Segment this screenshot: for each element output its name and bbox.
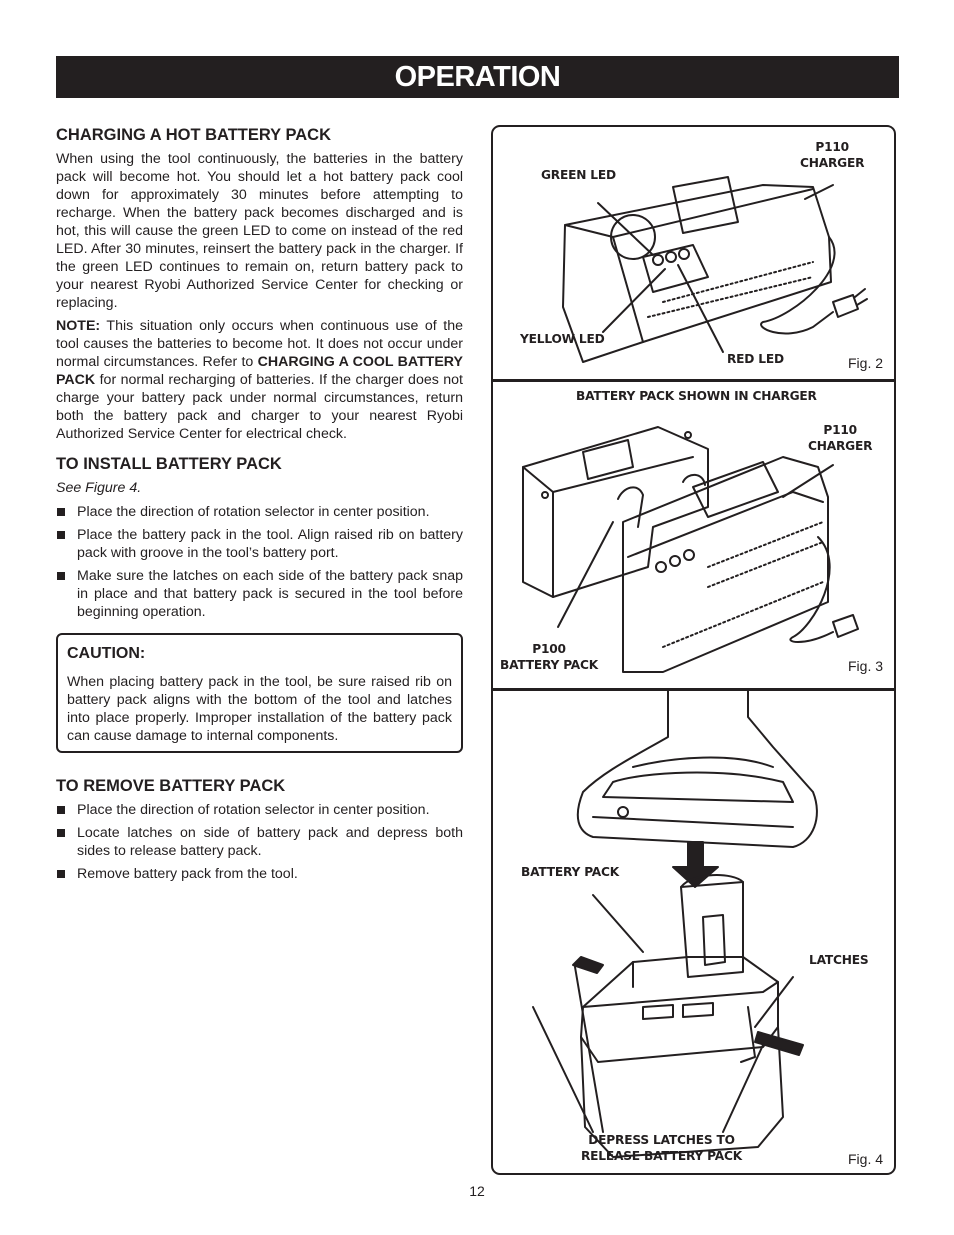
caution-title: CAUTION: — [67, 645, 146, 662]
note-paragraph: NOTE: This situation only occurs when co… — [56, 317, 463, 443]
caption-fig2: Fig. 2 — [848, 355, 884, 371]
leader-pack-fig4 — [592, 894, 644, 953]
text-column: CHARGING A HOT BATTERY PACK When using t… — [56, 126, 463, 888]
label-charger-fig2: P110 CHARGER — [800, 140, 865, 170]
remove-step: Place the direction of rotation selector… — [56, 801, 463, 819]
leader-red-led — [677, 264, 724, 353]
charger-illustration-fig3 — [622, 456, 859, 673]
heading-install: TO INSTALL BATTERY PACK — [56, 455, 282, 473]
figure-panel: P110 CHARGER GREEN LED YELLOW LED RED LE… — [491, 125, 896, 1175]
figure-divider — [493, 379, 894, 382]
heading-hot-battery: CHARGING A HOT BATTERY PACK — [56, 126, 331, 144]
note-reference: CHARGING A COOL BATTERY PACK — [56, 354, 463, 388]
remove-steps: Place the direction of rotation selector… — [56, 801, 463, 883]
leader-charger-fig2 — [804, 184, 834, 200]
label-pack-fig4: BATTERY PACK — [521, 865, 620, 879]
leader-depress-left — [532, 966, 604, 1133]
install-step: Place the direction of rotation selector… — [56, 503, 463, 521]
label-yellow-led: YELLOW LED — [520, 332, 605, 346]
label-depress: DEPRESS LATCHES TO RELEASE BATTERY PACK — [581, 1133, 743, 1163]
note-text-b: for normal recharging of batteries. If t… — [56, 372, 463, 442]
label-charger-fig3: P110 CHARGER — [808, 423, 873, 453]
leader-green-led — [597, 202, 654, 256]
figure-divider — [493, 688, 894, 691]
section-banner: OPERATION — [56, 56, 899, 98]
install-steps: Place the direction of rotation selector… — [56, 503, 463, 621]
battery-illustration-fig3 — [522, 426, 709, 598]
label-pack-fig3: P100 BATTERY PACK — [500, 642, 599, 672]
install-step: Make sure the latches on each side of th… — [56, 567, 463, 621]
leader-latches — [754, 976, 794, 1028]
hot-battery-paragraph: When using the tool continuously, the ba… — [56, 151, 463, 311]
caution-box: CAUTION: When placing battery pack in th… — [56, 633, 463, 753]
label-green-led: GREEN LED — [541, 168, 616, 182]
install-step: Place the battery pack in the tool. Alig… — [56, 526, 463, 562]
note-text-a: This situation only occurs when continuo… — [56, 318, 463, 370]
leader-charger-fig3 — [782, 464, 834, 498]
caption-fig4: Fig. 4 — [848, 1151, 884, 1167]
figure-illustrations — [522, 176, 868, 1158]
note-label: NOTE: — [56, 318, 101, 334]
remove-step: Remove battery pack from the tool. — [56, 865, 463, 883]
label-latches: LATCHES — [809, 953, 869, 967]
label-pack-shown: BATTERY PACK SHOWN IN CHARGER — [576, 389, 817, 403]
caption-fig3: Fig. 3 — [848, 658, 884, 674]
page-number: 12 — [469, 1183, 485, 1199]
see-figure-note: See Figure 4. — [56, 480, 142, 496]
heading-remove: TO REMOVE BATTERY PACK — [56, 777, 286, 795]
leader-depress-right — [722, 1044, 764, 1133]
caution-text: When placing battery pack in the tool, b… — [67, 674, 452, 744]
label-red-led: RED LED — [727, 352, 784, 366]
leader-pack-fig3 — [557, 521, 614, 628]
charger-illustration-fig2 — [562, 176, 868, 363]
remove-step: Locate latches on side of battery pack a… — [56, 824, 463, 860]
tool-illustration-fig4 — [576, 689, 818, 888]
battery-illustration-fig4 — [572, 874, 804, 1158]
leader-yellow-led — [602, 268, 666, 333]
